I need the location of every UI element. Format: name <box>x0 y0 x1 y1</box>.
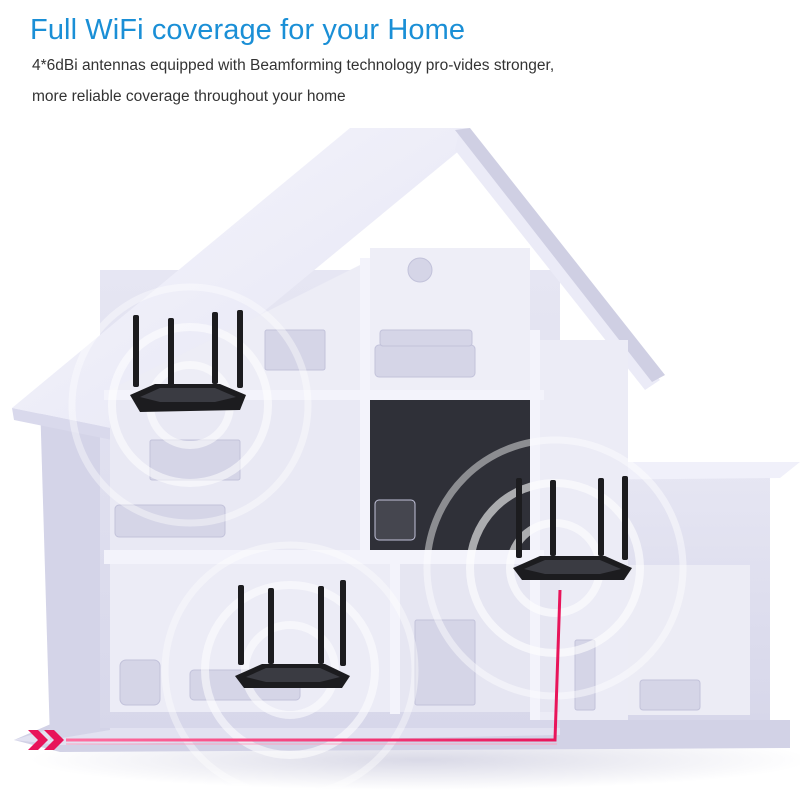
connection-line <box>66 589 562 745</box>
wifi-router-icon <box>513 476 632 580</box>
wifi-router-icon <box>130 310 246 412</box>
floor-slab-2 <box>104 550 544 564</box>
headline: Full WiFi coverage for your Home <box>30 14 466 46</box>
double-chevron-right-icon <box>28 730 64 750</box>
description-line-2: more reliable coverage throughout your h… <box>32 88 346 105</box>
wall-divider-1 <box>360 258 370 558</box>
floor-slab-1 <box>104 390 544 400</box>
furniture <box>114 257 701 711</box>
wall-divider-2 <box>390 564 400 714</box>
roof-right-edge <box>455 128 665 382</box>
roof-left-edge <box>12 408 122 442</box>
wifi-router-icon <box>235 580 350 688</box>
main-wall-left <box>40 390 110 740</box>
description-line-1: 4*6dBi antennas equipped with Beamformin… <box>32 57 555 74</box>
